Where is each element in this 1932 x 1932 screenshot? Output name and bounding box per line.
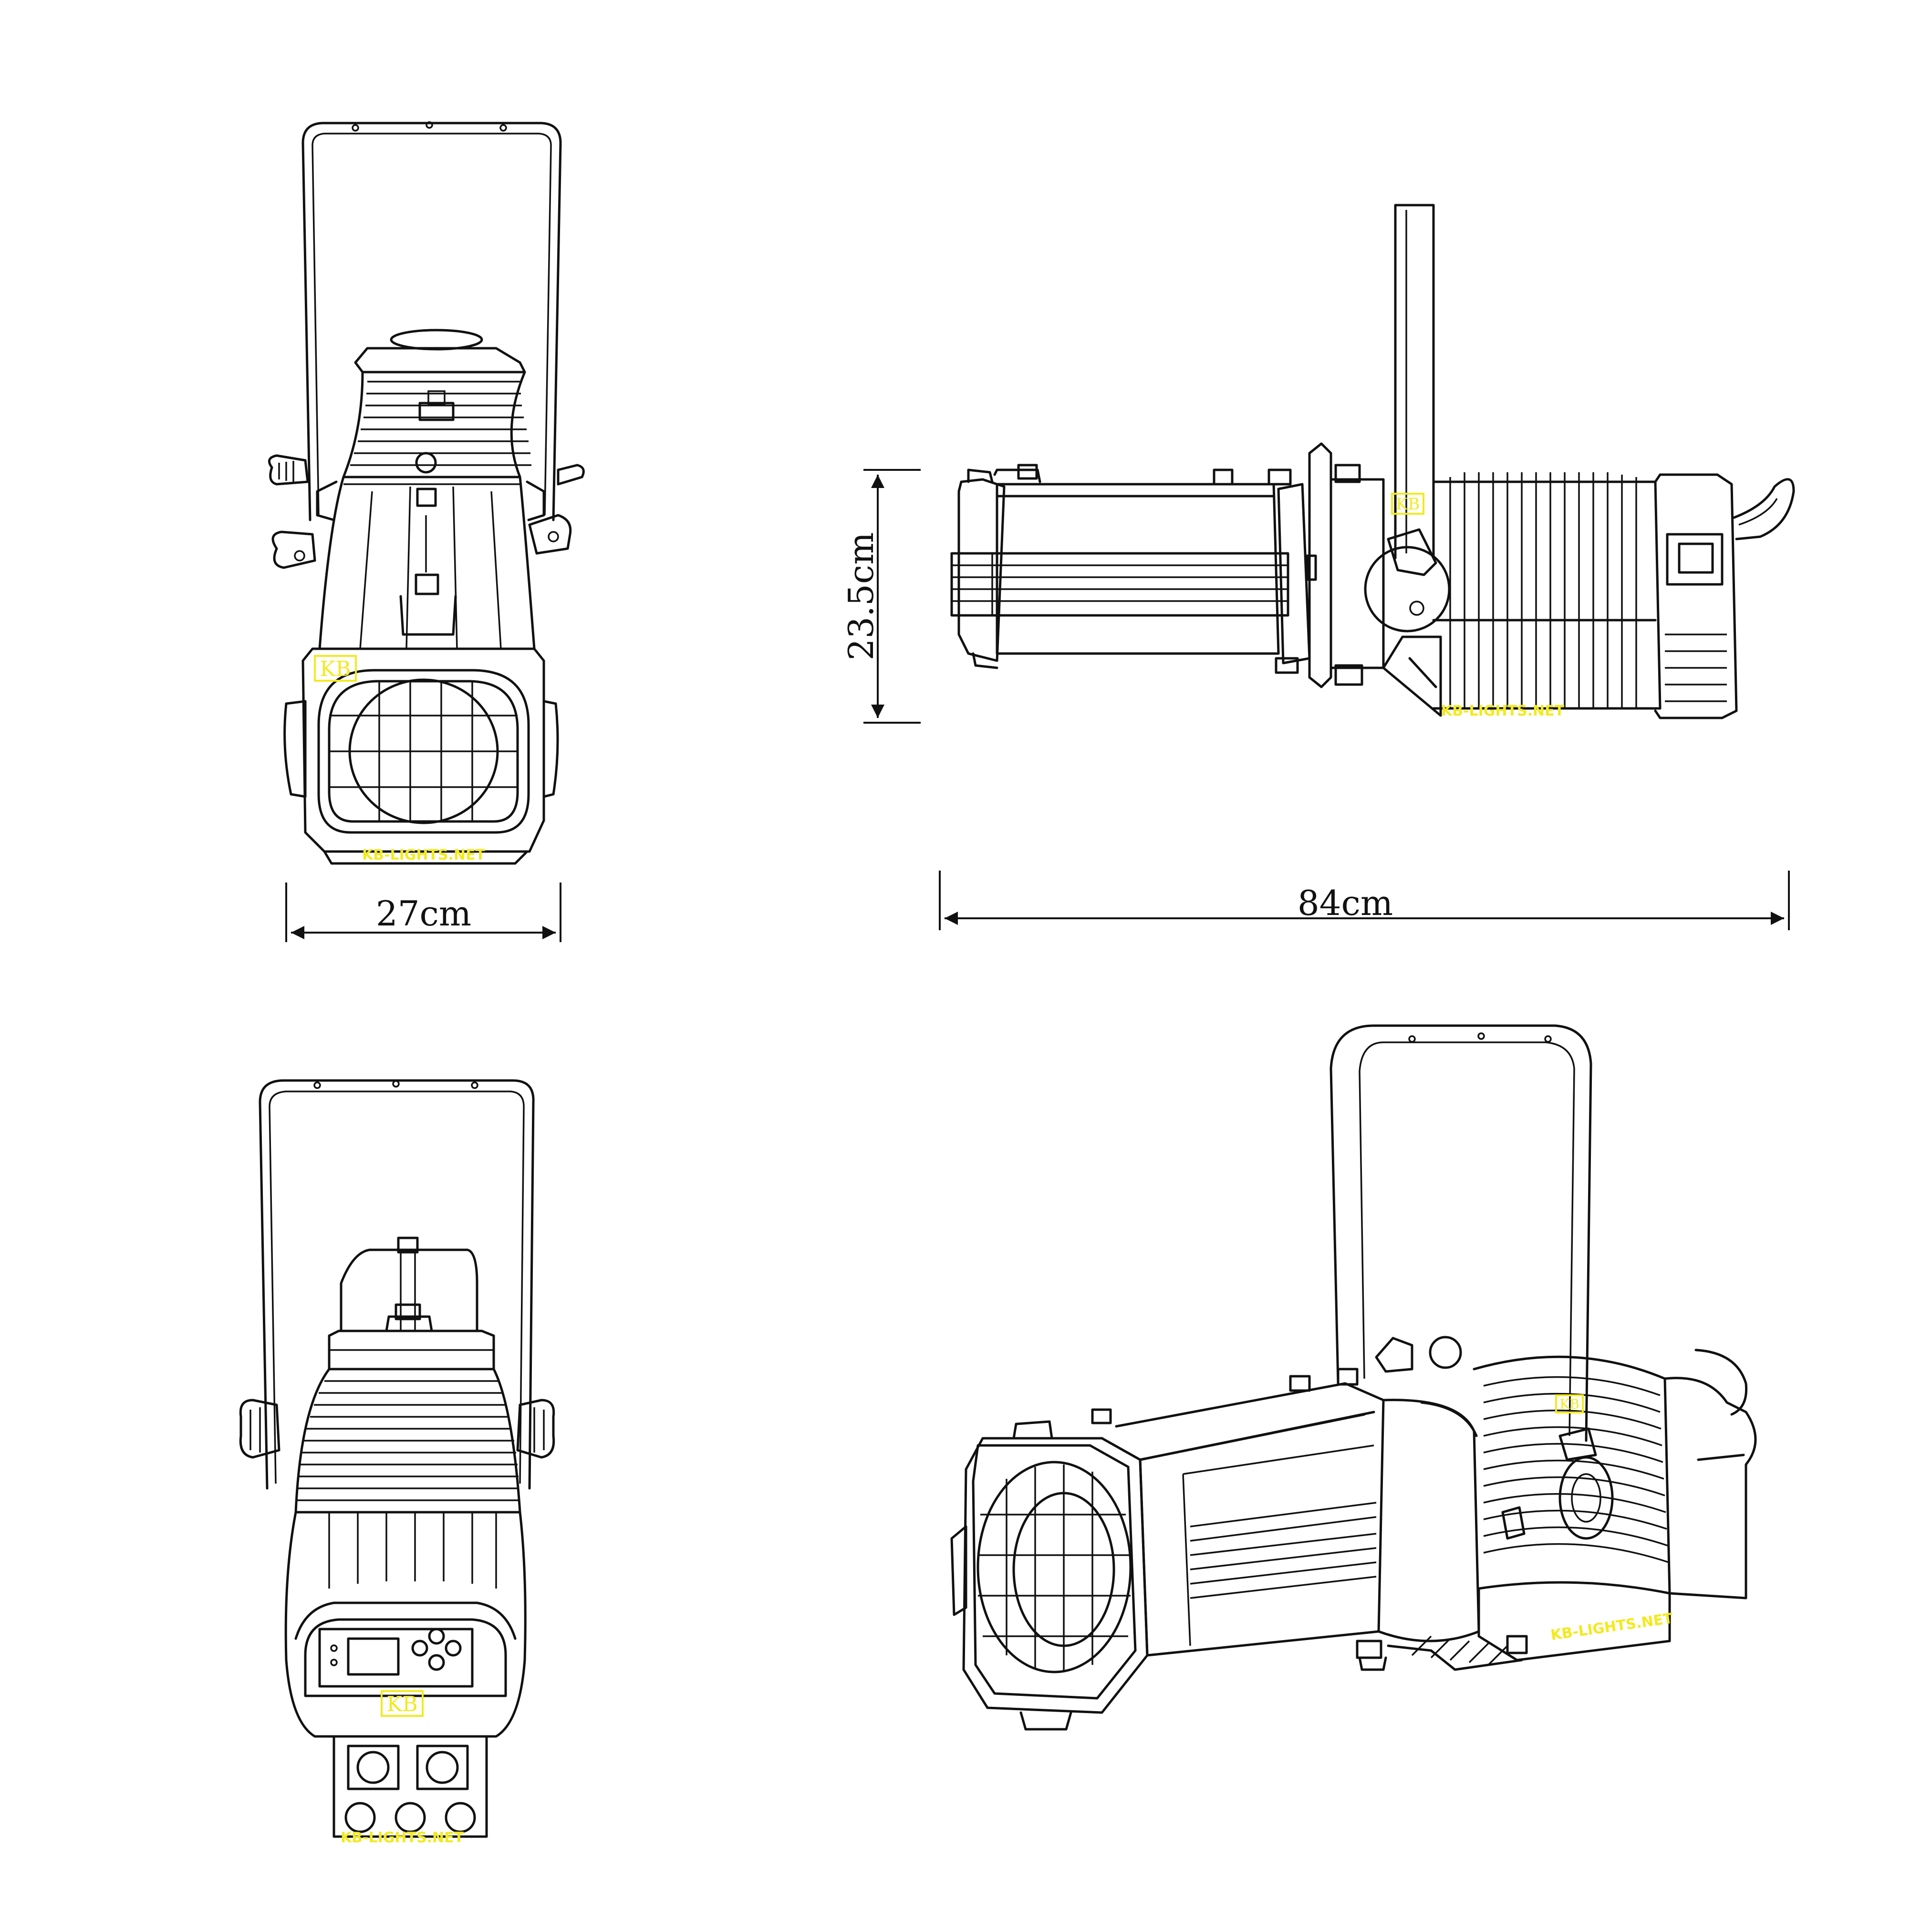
kb-logo-front: KB [314,655,357,682]
yoke [301,122,562,521]
kb-logo-side: KB [1391,493,1424,515]
kb-logo-perspective: KB [1555,1394,1584,1413]
svg-text:KB: KB [1559,1396,1579,1412]
perspective-view: KB KB-LIGHTS.NET [950,1024,1757,1731]
enter-button [445,1640,462,1657]
kb-logo-rear: KB [381,1690,424,1717]
perspective-fins [1473,1355,1671,1595]
front-bezel [301,647,545,853]
width-dimension: 27cm [285,883,561,942]
perspective-lens-grid [978,1465,1131,1672]
perspective-yoke [1330,1024,1592,1442]
down-button [428,1654,445,1671]
watermark-site-perspective: KB-LIGHTS.NET [1549,1610,1674,1644]
menu-button [411,1640,428,1657]
side-barrel [996,483,1280,655]
height-dimension: 23.5cm [841,469,921,724]
side-cooling-fins [1432,472,1662,710]
lens-barrel [318,476,536,650]
width-label: 27cm [376,893,471,934]
length-label: 84cm [1298,883,1393,923]
rear-cooling-fins [350,381,531,466]
lens-grid [329,681,518,821]
svg-text:KB: KB [386,1692,417,1716]
length-dimension: 84cm [939,871,1790,930]
front-view: KB KB-LIGHTS.NET [268,121,585,865]
svg-text:KB: KB [1396,495,1420,514]
control-panel [318,1628,474,1688]
up-button [428,1628,445,1645]
watermark-site-front: KB-LIGHTS.NET [362,847,486,863]
rear-yoke [259,1079,535,1490]
height-label: 23.5cm [841,532,881,661]
side-yoke [1394,204,1435,560]
right-yoke-knobs [528,464,585,555]
svg-text:KB: KB [320,657,351,681]
rear-fin-housing [294,1368,521,1514]
left-yoke-knobs [268,454,316,569]
rear-connectors [344,1745,476,1833]
display-screen [347,1637,400,1676]
watermark-site-rear: KB-LIGHTS.NET [341,1829,464,1846]
watermark-site-side: KB-LIGHTS.NET [1441,703,1565,719]
side-yoke-knob [1364,546,1451,633]
rear-view: KB KB-LIGHTS.NET [239,1079,555,1846]
side-view: KB KB-LIGHTS.NET [950,204,1795,719]
rear-view-fins [296,1380,519,1501]
